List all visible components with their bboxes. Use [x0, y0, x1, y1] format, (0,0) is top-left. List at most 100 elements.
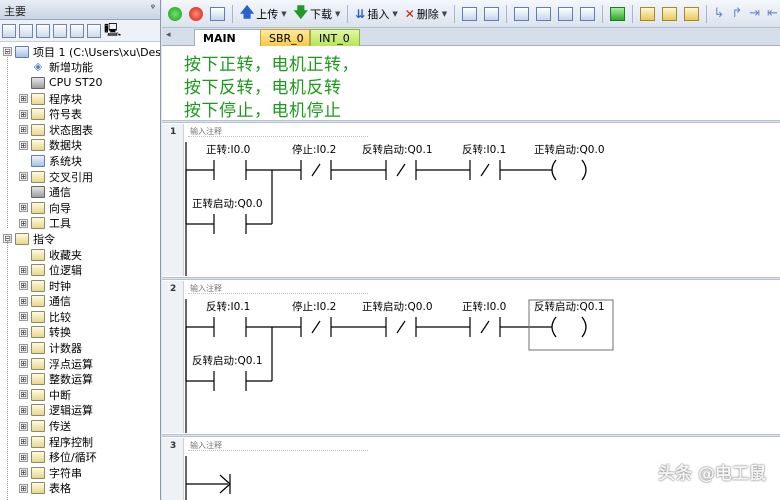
expand-icon[interactable]: ⊞: [19, 374, 28, 384]
contact-reverse-start-q01[interactable]: [213, 371, 247, 391]
delete-button[interactable]: ✕ 删除 ▼: [403, 4, 449, 24]
tree-item[interactable]: ⊟项目 1 (C:\Users\xu\Desk: [0, 44, 160, 60]
tab-scroll-left-icon[interactable]: ◂: [166, 30, 171, 40]
tree-item[interactable]: ⊞转换: [0, 325, 160, 341]
tree-item[interactable]: ⊞移位/循环: [0, 449, 160, 465]
expand-icon[interactable]: ⊞: [19, 312, 28, 322]
chevron-down-icon[interactable]: ▼: [335, 9, 341, 18]
tree-item[interactable]: ⊞整数运算: [0, 371, 160, 387]
run-button[interactable]: [166, 4, 184, 24]
tree-item[interactable]: ⊞符号表: [0, 106, 160, 122]
window-button[interactable]: [512, 4, 531, 24]
network-view-button[interactable]: [460, 4, 479, 24]
network-comment[interactable]: 输入注释: [190, 127, 222, 136]
view-icon[interactable]: [2, 23, 16, 38]
tree-item[interactable]: ⊞程序块: [0, 91, 160, 107]
computer-icon[interactable]: 🖳: [104, 22, 122, 38]
expand-icon[interactable]: ⊞: [19, 327, 28, 337]
table-view-icon[interactable]: [53, 23, 67, 38]
back-button[interactable]: [534, 4, 553, 24]
tree-item[interactable]: CPU ST20: [0, 75, 160, 91]
empty-rung-arrow[interactable]: [186, 474, 231, 494]
block-icon[interactable]: [36, 23, 50, 38]
lock-all-button[interactable]: [682, 4, 701, 24]
forward-button[interactable]: [556, 4, 575, 24]
tree-item[interactable]: ⊞时钟: [0, 278, 160, 294]
network-3[interactable]: 3 输入注释: [162, 438, 780, 500]
expand-icon[interactable]: ⊞: [19, 405, 28, 415]
tree-item[interactable]: 系统块: [0, 153, 160, 169]
expand-icon[interactable]: ⊞: [19, 265, 28, 275]
tree-item[interactable]: 收藏夹: [0, 247, 160, 263]
tab-sbr0[interactable]: SBR_0: [260, 29, 310, 46]
expand-icon[interactable]: ⊞: [19, 172, 28, 182]
pin-icon[interactable]: ᵠ: [150, 3, 155, 14]
insert-button[interactable]: ⇊ 插入 ▼: [353, 4, 399, 24]
tree-item[interactable]: ⊞传送: [0, 418, 160, 434]
contact-forward-start-q00[interactable]: [213, 214, 247, 234]
save-button[interactable]: [578, 4, 597, 24]
tree-item[interactable]: ⊞向导: [0, 200, 160, 216]
line-left-button[interactable]: ⇥: [747, 4, 762, 24]
tree-item[interactable]: ⊞比较: [0, 309, 160, 325]
tree-item[interactable]: ⊞工具: [0, 216, 160, 232]
stop-button[interactable]: [187, 4, 205, 24]
expand-icon[interactable]: ⊞: [19, 296, 28, 306]
tree-item[interactable]: ⊞浮点运算: [0, 356, 160, 372]
contact-stop-i02[interactable]: [300, 317, 332, 337]
tree-item[interactable]: ⊞位逻辑: [0, 262, 160, 278]
tree-item[interactable]: ◈新增功能: [0, 60, 160, 76]
coil-reverse-start-q01[interactable]: [551, 316, 587, 338]
network-comment[interactable]: 输入注释: [190, 441, 222, 450]
expand-icon[interactable]: ⊞: [19, 452, 28, 462]
tree-item[interactable]: ⊞程序控制: [0, 434, 160, 450]
tree-item[interactable]: ⊟指令: [0, 231, 160, 247]
expand-icon[interactable]: ⊞: [19, 218, 28, 228]
chevron-down-icon[interactable]: ▼: [392, 9, 398, 18]
expand-icon[interactable]: ⊞: [19, 359, 28, 369]
expand-icon[interactable]: ⊞: [19, 109, 28, 119]
expand-icon[interactable]: ⊞: [19, 94, 28, 104]
contact-stop-i02[interactable]: [300, 160, 332, 180]
tree-item[interactable]: ⊞逻辑运算: [0, 403, 160, 419]
contact-forward-i00[interactable]: [213, 160, 247, 180]
grid-icon[interactable]: [19, 23, 33, 38]
compile-button[interactable]: [208, 4, 227, 24]
unlock-button[interactable]: [660, 4, 679, 24]
data-view-icon[interactable]: [87, 23, 101, 38]
tree-item[interactable]: ⊞表格: [0, 481, 160, 497]
chevron-down-icon[interactable]: ▼: [441, 9, 448, 18]
line-right-button[interactable]: ⇤: [765, 4, 780, 24]
contact-reverse-i01[interactable]: [469, 160, 501, 180]
download-button[interactable]: 🡇 下载 ▼: [292, 4, 343, 24]
expand-icon[interactable]: ⊞: [19, 483, 28, 493]
network-1[interactable]: 1 输入注释: [162, 124, 780, 276]
expand-icon[interactable]: ⊞: [19, 203, 28, 213]
contact-forward-i00[interactable]: [469, 317, 501, 337]
contact-reverse-start-q01[interactable]: [385, 160, 417, 180]
tree-item[interactable]: ⊞中断: [0, 387, 160, 403]
expand-icon[interactable]: ⊞: [19, 390, 28, 400]
expand-icon[interactable]: ⊞: [19, 140, 28, 150]
tree-item[interactable]: ⊞状态图表: [0, 122, 160, 138]
chart-view-icon[interactable]: [70, 23, 84, 38]
coil-forward-start-q00[interactable]: [551, 159, 587, 181]
tree-item[interactable]: ⊞数据块: [0, 138, 160, 154]
branch-up-button[interactable]: ↱: [729, 4, 744, 24]
expand-icon[interactable]: ⊞: [19, 125, 28, 135]
expand-icon[interactable]: ⊞: [19, 421, 28, 431]
tab-int0[interactable]: INT_0: [310, 29, 360, 46]
program-comment[interactable]: 按下正转，电机正转， 按下反转，电机反转 按下停止，电机停止: [184, 50, 780, 122]
go-button[interactable]: [608, 4, 627, 24]
expand-icon[interactable]: ⊞: [19, 437, 28, 447]
contact-reverse-i01[interactable]: [213, 317, 247, 337]
contact-forward-start-q00[interactable]: [385, 317, 417, 337]
tree-item[interactable]: ⊞字符串: [0, 465, 160, 481]
tree-item[interactable]: 通信: [0, 184, 160, 200]
expand-icon[interactable]: ⊞: [19, 343, 28, 353]
branch-down-button[interactable]: ↳: [711, 4, 726, 24]
upload-button[interactable]: 🡅 上传 ▼: [238, 4, 289, 24]
expand-icon[interactable]: ⊞: [19, 281, 28, 291]
tree-item[interactable]: ⊞计数器: [0, 340, 160, 356]
tree-item[interactable]: ⊞通信: [0, 294, 160, 310]
